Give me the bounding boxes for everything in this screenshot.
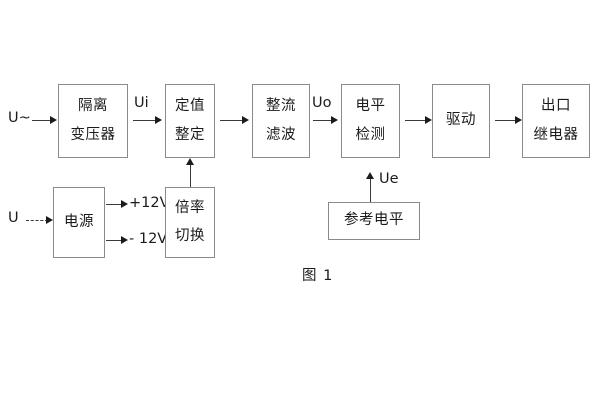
figure-caption: 图 1 xyxy=(302,268,334,284)
block-output-relay-line2: 继电器 xyxy=(533,126,579,143)
block-level-detection-line1: 电平 xyxy=(355,98,386,115)
supply-rail-label-positive: +12V xyxy=(129,195,170,211)
block-level-detection-line2: 检测 xyxy=(355,126,386,143)
level-to-drive-arrowhead xyxy=(425,116,432,124)
block-isolation-transformer-line2: 变压器 xyxy=(70,126,116,143)
supply-rail-label-negative: - 12V xyxy=(129,231,168,247)
drive-to-relay-line xyxy=(495,120,517,121)
ue-line xyxy=(370,178,371,202)
ui-arrowhead xyxy=(155,116,162,124)
block-setting-value-line2: 整定 xyxy=(175,126,205,143)
ac-input-line xyxy=(32,120,52,121)
input-label-dc: U xyxy=(8,210,19,226)
setting-to-rectify-arrowhead xyxy=(242,116,249,124)
rail-neg-line xyxy=(106,240,123,241)
block-multiplier-switch[interactable]: 倍率 切换 xyxy=(165,187,215,258)
block-setting-value-line1: 定值 xyxy=(175,98,205,115)
block-power-supply[interactable]: 电源 xyxy=(53,187,105,258)
ac-input-arrowhead xyxy=(50,116,57,124)
ui-line xyxy=(133,120,157,121)
uo-arrowhead xyxy=(331,116,338,124)
signal-label-ue: Ue xyxy=(379,171,399,187)
block-reference-level-line1: 参考电平 xyxy=(344,212,404,229)
block-rectify-filter-line1: 整流 xyxy=(266,98,296,115)
setting-to-rectify-line xyxy=(220,120,244,121)
dc-input-dashed-line xyxy=(26,220,48,221)
rail-pos-line xyxy=(106,204,123,205)
block-setting-value[interactable]: 定值 整定 xyxy=(165,84,215,158)
multiplier-to-setting-arrowhead xyxy=(186,158,194,165)
block-isolation-transformer-line1: 隔离 xyxy=(78,98,108,115)
block-multiplier-switch-line1: 倍率 xyxy=(175,199,205,216)
drive-to-relay-arrowhead xyxy=(515,116,522,124)
block-level-detection[interactable]: 电平 检测 xyxy=(341,84,400,158)
dc-input-arrowhead xyxy=(46,216,53,224)
block-drive-line1: 驱动 xyxy=(446,112,476,129)
block-power-supply-line1: 电源 xyxy=(64,213,94,230)
block-rectify-filter[interactable]: 整流 滤波 xyxy=(252,84,310,158)
rail-neg-arrowhead xyxy=(121,236,128,244)
block-multiplier-switch-line2: 切换 xyxy=(175,228,205,244)
block-output-relay-line1: 出口 xyxy=(541,98,571,115)
block-isolation-transformer[interactable]: 隔离 变压器 xyxy=(58,84,128,158)
uo-line xyxy=(313,120,333,121)
rail-pos-arrowhead xyxy=(121,200,128,208)
signal-label-ui: Ui xyxy=(134,95,149,111)
signal-label-uo: Uo xyxy=(312,95,332,111)
level-to-drive-line xyxy=(405,120,427,121)
multiplier-to-setting-line xyxy=(190,163,191,187)
block-output-relay[interactable]: 出口 继电器 xyxy=(522,84,590,158)
block-reference-level[interactable]: 参考电平 xyxy=(328,202,420,240)
ue-arrowhead xyxy=(366,172,374,179)
input-label-ac: U~ xyxy=(8,110,31,126)
block-drive[interactable]: 驱动 xyxy=(432,84,490,158)
block-rectify-filter-line2: 滤波 xyxy=(266,126,296,143)
